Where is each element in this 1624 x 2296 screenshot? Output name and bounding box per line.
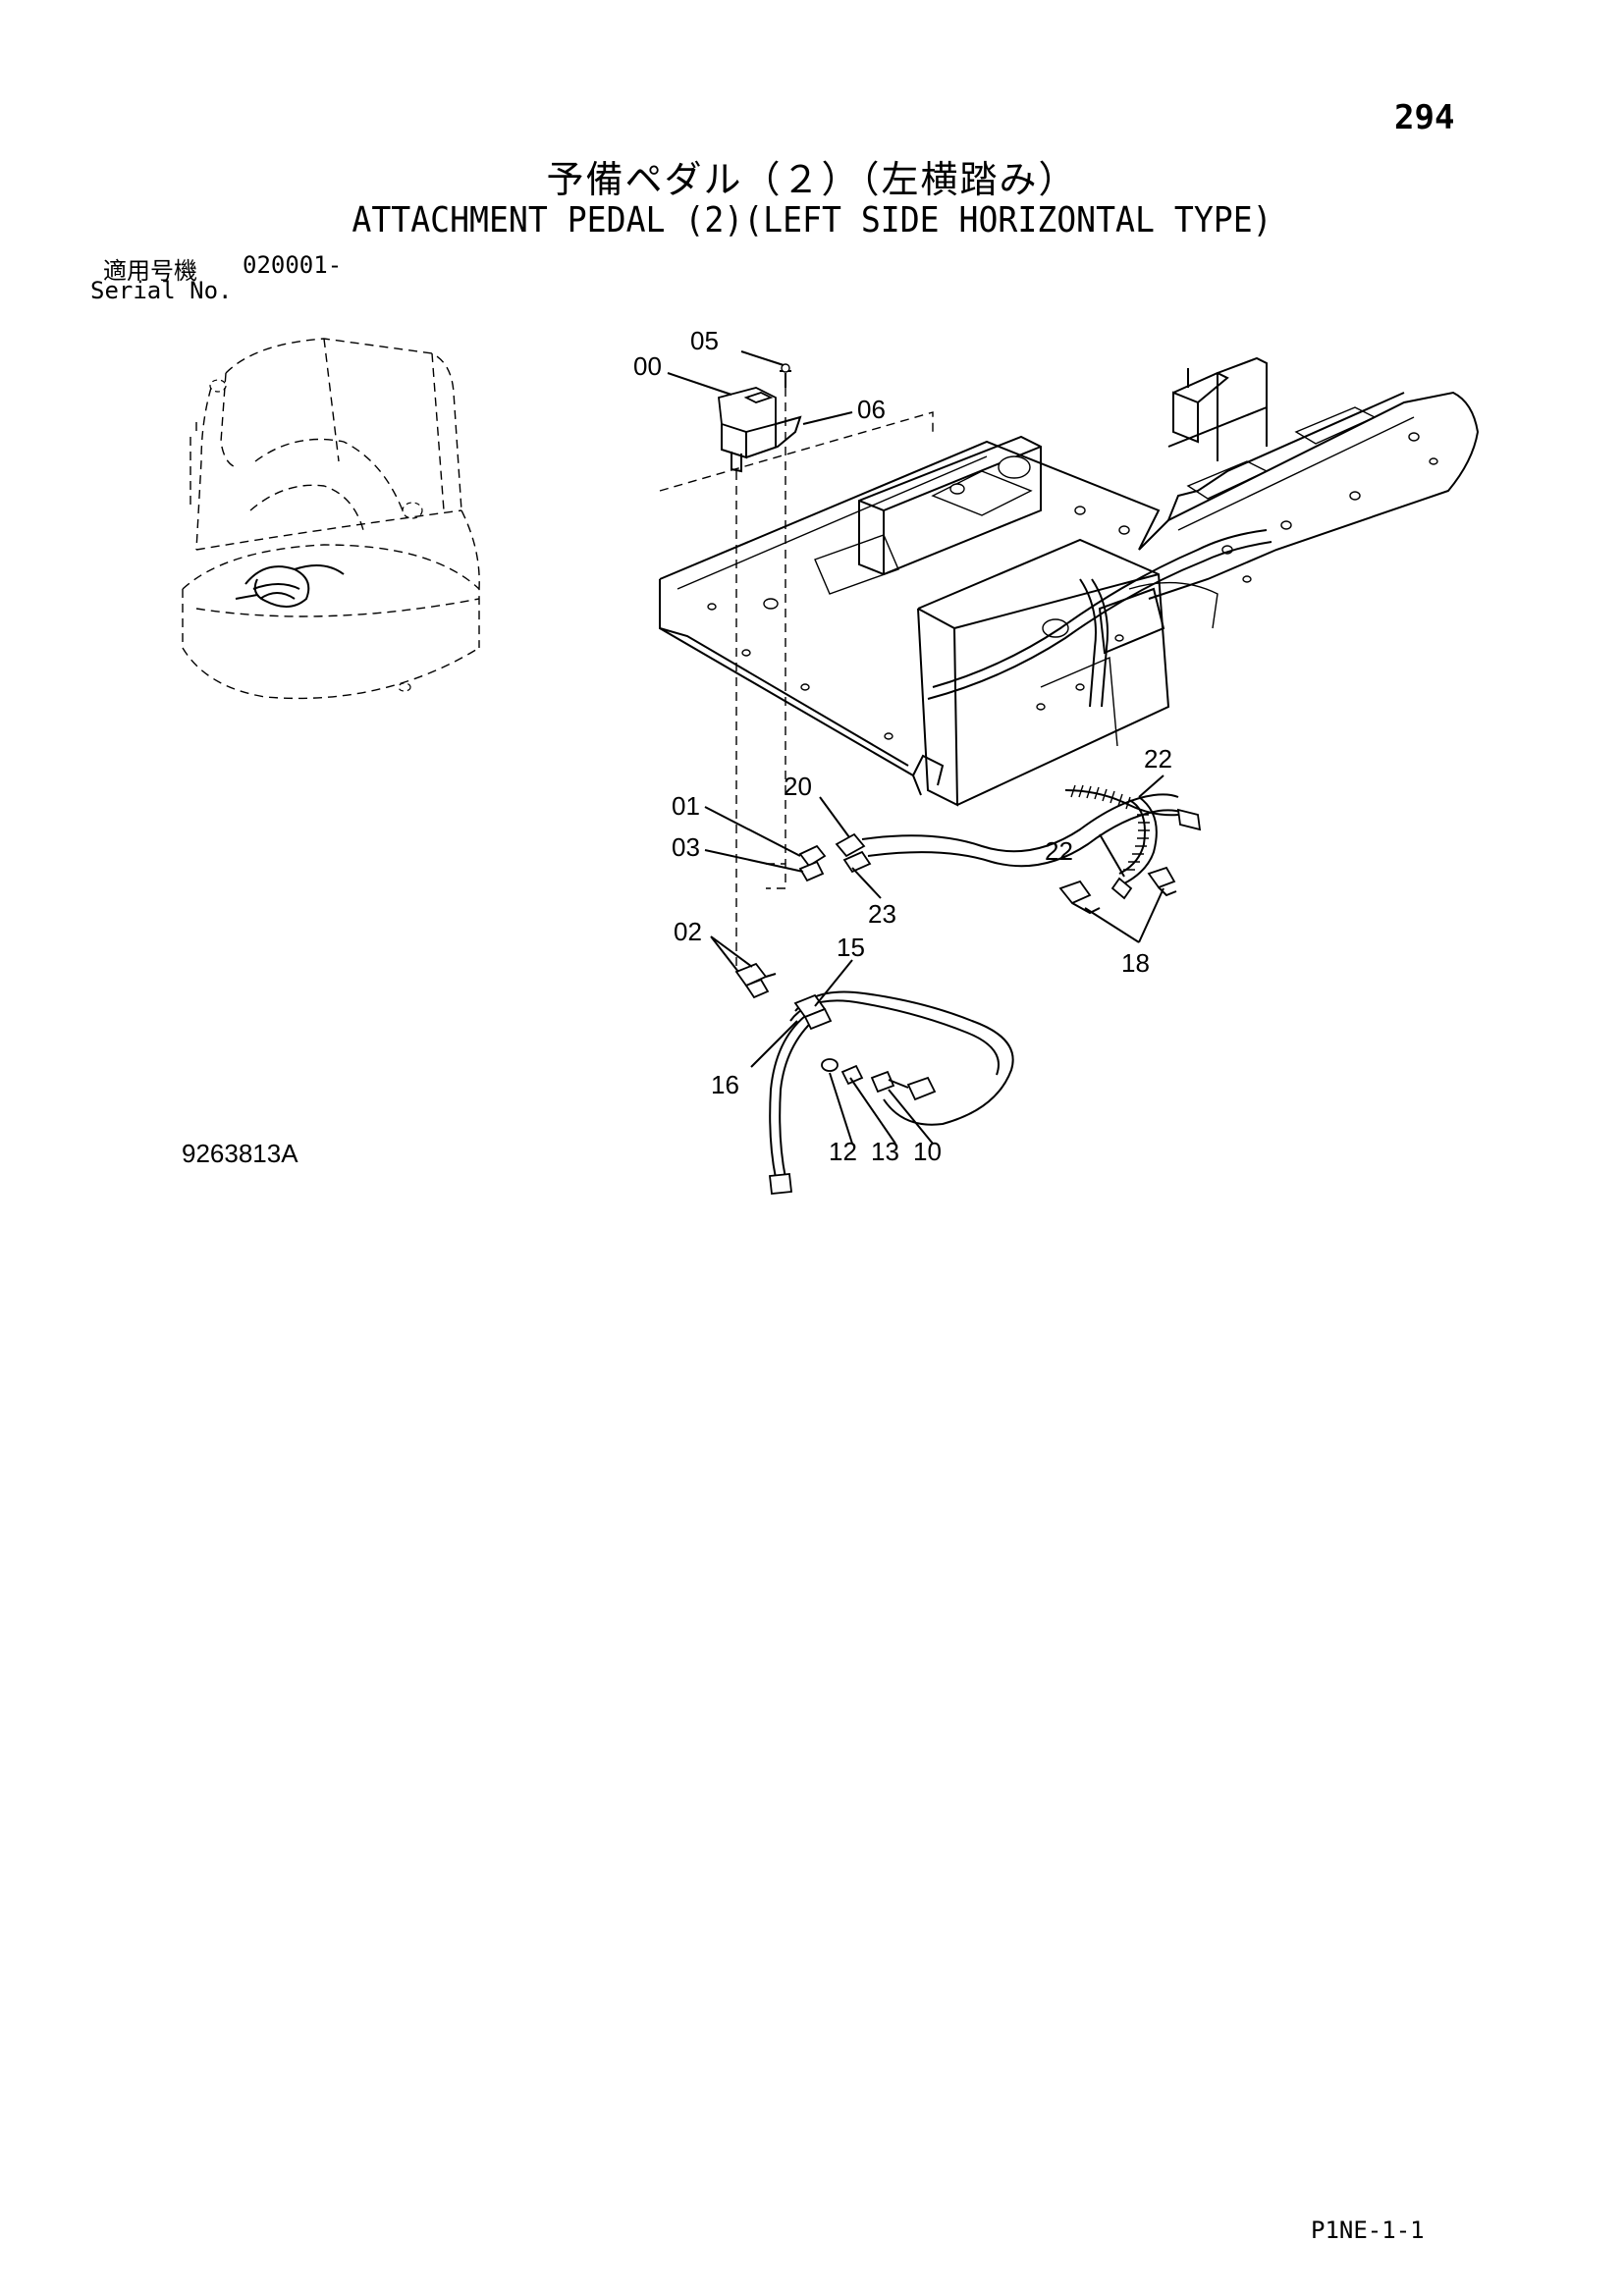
page-number: 294 [1394, 98, 1455, 137]
callout-16: 16 [711, 1070, 739, 1099]
leader-lines [667, 350, 1164, 1145]
pedal-assembly-illustration [659, 363, 934, 972]
callout-01: 01 [672, 791, 700, 821]
callout-22-lower: 22 [1045, 836, 1073, 866]
callout-10: 10 [913, 1137, 942, 1166]
callout-15: 15 [837, 933, 865, 962]
callout-22-upper: 22 [1144, 744, 1172, 774]
callout-18: 18 [1121, 948, 1150, 978]
callout-05: 05 [690, 326, 719, 355]
callout-13: 13 [871, 1137, 899, 1166]
page-title-japanese: 予備ペダル（２）（左横踏み） [546, 158, 1078, 201]
callout-03: 03 [672, 832, 700, 862]
page-title-english: ATTACHMENT PEDAL (2)(LEFT SIDE HORIZONTA… [352, 200, 1272, 240]
callout-20: 20 [784, 772, 812, 801]
callout-12: 12 [829, 1137, 857, 1166]
callout-00: 00 [633, 351, 662, 381]
drawing-number: 9263813A [182, 1139, 298, 1168]
serial-label-japanese: 適用号機 [103, 257, 197, 285]
machine-frame-illustration [659, 356, 1480, 807]
hoses-and-fittings-illustration [734, 784, 1202, 1195]
callout-23: 23 [868, 899, 896, 929]
sheet-code: P1NE-1-1 [1311, 2216, 1425, 2244]
cab-overview-illustration [182, 338, 480, 700]
serial-number-value: 020001- [243, 251, 343, 279]
callout-labels: 00 05 06 01 03 02 20 23 22 22 18 15 16 1… [633, 326, 1172, 1166]
serial-label-english: Serial No. [90, 277, 233, 304]
callout-06: 06 [857, 395, 886, 424]
callout-02: 02 [674, 917, 702, 946]
